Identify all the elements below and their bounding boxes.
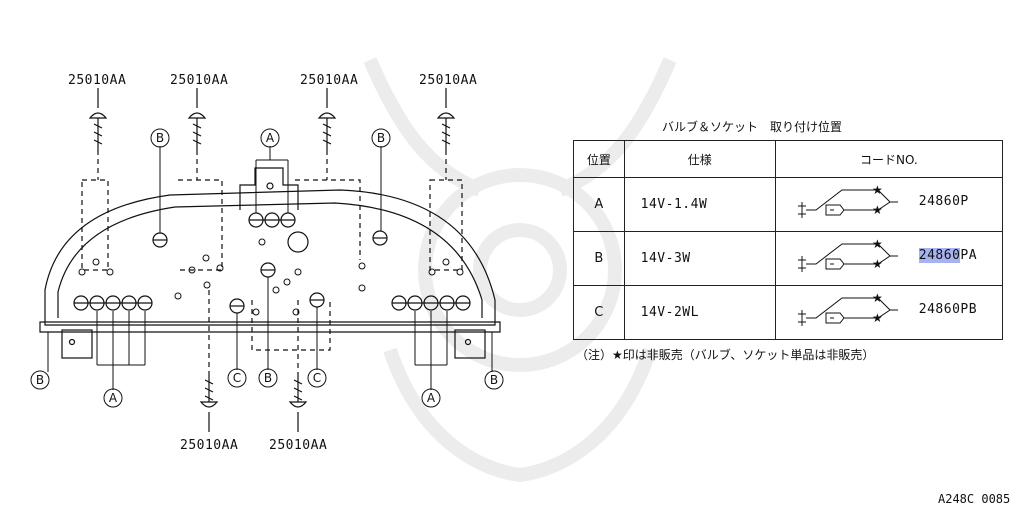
screw-icon	[187, 112, 207, 150]
callout-b	[371, 128, 391, 148]
cell-position: C	[573, 285, 625, 340]
part-number-label: 25010AA	[269, 438, 328, 453]
code-suffix: PA	[960, 248, 978, 263]
cluster-base-plate	[39, 321, 501, 333]
callout-a	[260, 128, 280, 148]
cluster-housing-outline	[44, 189, 496, 326]
svg-text:★: ★	[872, 257, 883, 271]
cell-code: ★ ★ 24860P	[774, 177, 1004, 232]
table-title: バルブ＆ソケット 取り付け位置	[662, 120, 843, 134]
header-spec: 仕様	[623, 140, 776, 178]
cell-spec: 14V-1.4W	[623, 177, 776, 232]
svg-text:★: ★	[872, 291, 883, 305]
screw-icon	[199, 375, 219, 408]
cell-code: ★ ★ 24860PB	[774, 285, 1004, 340]
highlighted-code: 24860	[918, 248, 961, 263]
part-number-label: 25010AA	[170, 73, 229, 88]
table-row: B 14V-3W ★ ★	[573, 231, 1004, 286]
callout-a	[103, 388, 123, 408]
instrument-cluster-drawing: A A A B B B B B C C	[30, 88, 504, 432]
callout-a-label: A	[109, 391, 118, 405]
screw-icon	[436, 112, 456, 150]
callout-c	[227, 368, 247, 388]
cell-spec: 14V-2WL	[623, 285, 776, 340]
code-number: 24860PA	[918, 248, 978, 263]
star-icon: ★ ★	[872, 237, 883, 271]
callout-a	[421, 388, 441, 408]
svg-text:★: ★	[872, 311, 883, 325]
screw-icon	[317, 112, 337, 150]
bulb-socket-group-center	[248, 212, 309, 253]
code-number: 24860P	[918, 194, 969, 209]
code-number: 24860PB	[918, 302, 978, 317]
header-position: 位置	[573, 140, 625, 178]
callout-b	[484, 370, 504, 390]
callout-b-label: B	[264, 371, 272, 385]
star-icon: ★ ★	[872, 291, 883, 325]
callout-c	[307, 368, 327, 388]
bulb-socket-group-left	[73, 295, 153, 311]
part-number-label: 25010AA	[419, 73, 478, 88]
bulb-socket-icon: ★ ★	[797, 183, 898, 218]
bulb-socket-table: 位置 仕様 コードNO. A 14V-1.4W	[573, 140, 1004, 340]
bulb-socket-icon: ★ ★	[797, 291, 898, 326]
callout-b-label: B	[490, 373, 498, 387]
part-number-label: 25010AA	[300, 73, 359, 88]
callout-a-label: A	[266, 131, 275, 145]
callout-b-label: B	[156, 131, 164, 145]
screw-icon	[88, 112, 108, 150]
svg-text:★: ★	[872, 237, 883, 251]
callout-b-label: B	[36, 373, 44, 387]
svg-text:★: ★	[872, 203, 883, 217]
part-number-label: 25010AA	[68, 73, 127, 88]
bulb-socket-group-right	[391, 295, 471, 311]
callout-c-label: C	[313, 371, 321, 385]
callout-b	[258, 368, 278, 388]
cell-position: A	[573, 177, 625, 232]
callout-a-label: A	[427, 391, 436, 405]
table-header-row: 位置 仕様 コードNO.	[573, 140, 1004, 178]
table-row: C 14V-2WL ★ ★	[573, 285, 1004, 340]
callout-b	[150, 128, 170, 148]
cell-code: ★ ★ 24860PA	[774, 231, 1004, 286]
cell-position: B	[573, 231, 625, 286]
bulb-socket-icon: ★ ★	[797, 237, 898, 272]
part-number-label: 25010AA	[180, 438, 239, 453]
callout-b-label: B	[377, 131, 385, 145]
header-code: コードNO.	[774, 140, 1004, 178]
star-icon: ★ ★	[872, 183, 883, 217]
cell-spec: 14V-3W	[623, 231, 776, 286]
callout-b	[30, 370, 50, 390]
footnote: （注）★印は非販売（バルブ、ソケット単品は非販売）	[576, 348, 875, 362]
table-row: A 14V-1.4W ★ ★	[573, 177, 1004, 232]
screw-icon	[288, 375, 308, 408]
callout-c-label: C	[233, 371, 241, 385]
svg-text:★: ★	[872, 183, 883, 197]
figure-id: A248C 0085	[938, 492, 1011, 506]
